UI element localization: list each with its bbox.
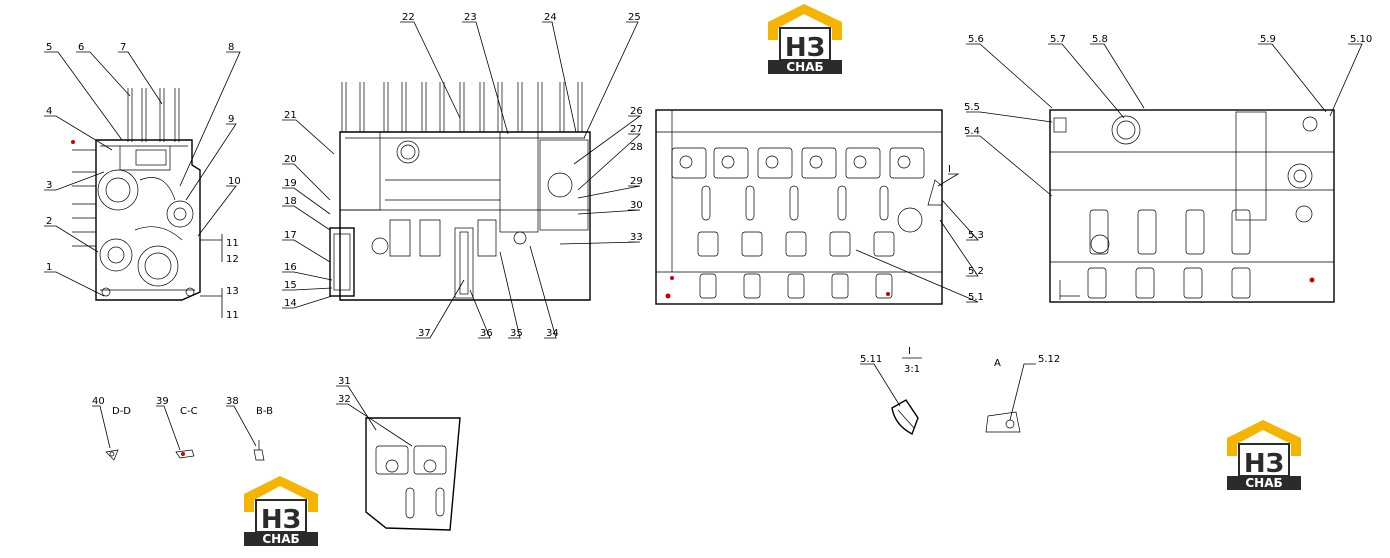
callout-30: 30 bbox=[630, 200, 643, 211]
callout-39: 39 bbox=[156, 396, 169, 407]
callout-34: 34 bbox=[546, 328, 559, 339]
callout-1: 1 bbox=[46, 262, 52, 273]
callout-6: 6 bbox=[78, 42, 84, 53]
callout-16: 16 bbox=[284, 262, 297, 273]
logo-top-main: НЗ bbox=[785, 33, 825, 63]
callout-33: 33 bbox=[630, 232, 643, 243]
callout-21: 21 bbox=[284, 110, 297, 121]
logo-bottom-right: НЗ СНАБ bbox=[1227, 420, 1301, 490]
callout-4: 4 bbox=[46, 106, 52, 117]
callout-5-8: 5.8 bbox=[1092, 34, 1108, 45]
callout-37: 37 bbox=[418, 328, 431, 339]
logo-br-main: НЗ bbox=[1244, 449, 1284, 479]
callout-5-10: 5.10 bbox=[1350, 34, 1372, 45]
section-dd-label: D-D bbox=[112, 406, 131, 417]
callout-27: 27 bbox=[630, 124, 643, 135]
callout-20: 20 bbox=[284, 154, 297, 165]
callout-I: I bbox=[948, 164, 951, 175]
callout-32: 32 bbox=[338, 394, 351, 405]
callout-24: 24 bbox=[544, 12, 557, 23]
logo-top-sub: СНАБ bbox=[786, 60, 823, 74]
callout-5-6: 5.6 bbox=[968, 34, 984, 45]
callout-23: 23 bbox=[464, 12, 477, 23]
front-view bbox=[71, 88, 201, 301]
callout-38: 38 bbox=[226, 396, 239, 407]
leader-lines bbox=[44, 21, 1363, 451]
callout-5-1: 5.1 bbox=[968, 292, 984, 303]
detail-scale-den: 3:1 bbox=[904, 364, 920, 375]
callout-19: 19 bbox=[284, 178, 297, 189]
callout-15: 15 bbox=[284, 280, 297, 291]
callout-8: 8 bbox=[228, 42, 234, 53]
callout-29: 29 bbox=[630, 176, 643, 187]
block-elevation-front bbox=[655, 109, 943, 305]
callout-26: 26 bbox=[630, 106, 643, 117]
callout-2: 2 bbox=[46, 216, 52, 227]
callout-31: 31 bbox=[338, 376, 351, 387]
callout-5-5: 5.5 bbox=[964, 102, 980, 113]
callout-7: 7 bbox=[120, 42, 126, 53]
callout-17: 17 bbox=[284, 230, 297, 241]
callout-5-11: 5.11 bbox=[860, 354, 882, 365]
logo-top: НЗ СНАБ bbox=[768, 4, 842, 74]
detail-scale-num: I bbox=[908, 346, 911, 357]
section-cc-label: C-C bbox=[180, 406, 198, 417]
logo-bl-sub: СНАБ bbox=[262, 532, 299, 546]
callout-28: 28 bbox=[630, 142, 643, 153]
callout-14: 14 bbox=[284, 298, 297, 309]
section-details bbox=[105, 399, 1021, 531]
logo-bl-main: НЗ bbox=[261, 505, 301, 535]
callout-40: 40 bbox=[92, 396, 105, 407]
callout-3: 3 bbox=[46, 180, 52, 191]
callout-25: 25 bbox=[628, 12, 641, 23]
callout-36: 36 bbox=[480, 328, 493, 339]
callout-5-2: 5.2 bbox=[968, 266, 984, 277]
callout-labels: 5 6 7 8 9 10 11 12 13 11 4 3 2 1 21 20 1… bbox=[46, 12, 1372, 407]
callout-5: 5 bbox=[46, 42, 52, 53]
callout-9: 9 bbox=[228, 114, 234, 125]
callout-5-4: 5.4 bbox=[964, 126, 980, 137]
side-view bbox=[329, 82, 591, 301]
callout-5-12: 5.12 bbox=[1038, 354, 1060, 365]
callout-11a: 11 bbox=[226, 238, 239, 249]
callout-13: 13 bbox=[226, 286, 239, 297]
logo-br-sub: СНАБ bbox=[1245, 476, 1282, 490]
logo-bottom-left: НЗ СНАБ bbox=[244, 476, 318, 546]
section-bb-label: B-B bbox=[256, 406, 273, 417]
callout-22: 22 bbox=[402, 12, 415, 23]
block-elevation-rear bbox=[1049, 109, 1335, 303]
section-labels: D-D C-C B-B A I 3:1 bbox=[112, 346, 1001, 417]
callout-5-3: 5.3 bbox=[968, 230, 984, 241]
view-a-label: A bbox=[994, 358, 1001, 369]
callout-11b: 11 bbox=[226, 310, 239, 321]
callout-35: 35 bbox=[510, 328, 523, 339]
callout-10: 10 bbox=[228, 176, 241, 187]
callout-12: 12 bbox=[226, 254, 239, 265]
callout-18: 18 bbox=[284, 196, 297, 207]
callout-5-9: 5.9 bbox=[1260, 34, 1276, 45]
callout-5-7: 5.7 bbox=[1050, 34, 1066, 45]
